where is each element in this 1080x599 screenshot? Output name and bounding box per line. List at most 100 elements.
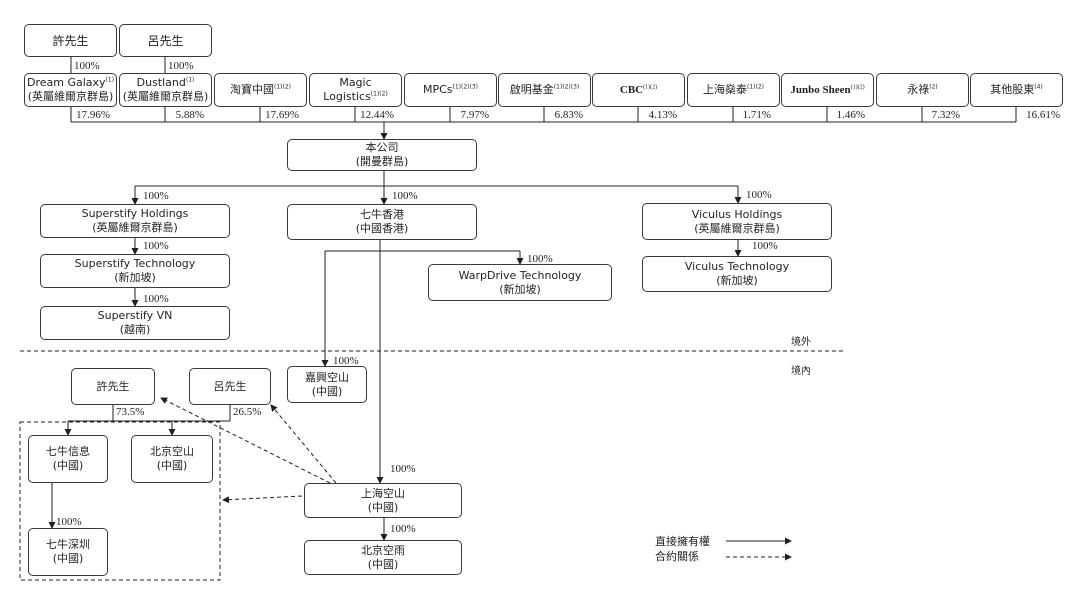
company-name: 本公司 — [365, 141, 399, 154]
pct-xu-onshore: 73.5% — [116, 406, 145, 418]
superstify-technology-jurisdiction: (新加坡) — [114, 271, 156, 284]
entity-qiniu-info: 七牛信息 (中國) — [28, 435, 108, 483]
qiniu-shenzhen-name: 七牛深圳 — [46, 538, 90, 551]
pct-beijing-kongyu: 100% — [390, 523, 416, 535]
person-lv-onshore: 呂先生 — [189, 368, 271, 405]
shareholder-cbc: CBC(1)(2) — [592, 73, 685, 107]
qiniu-hk-jurisdiction: (中國香港) — [355, 222, 409, 235]
viculus-holdings-jurisdiction: (英屬維爾京群島) — [694, 221, 780, 235]
shareholder-qiming-fund: 啟明基金(1)(2)(3) — [498, 73, 591, 107]
qiniu-info-name: 七牛信息 — [46, 445, 90, 458]
shareholder-drops — [70, 107, 1017, 122]
pct-yonglu: 7.32% — [931, 109, 960, 121]
entity-viculus-technology: Viculus Technology (新加坡) — [642, 256, 832, 292]
entity-qiniu-shenzhen: 七牛深圳 (中國) — [28, 528, 108, 576]
beijing-kongyu-name: 北京空雨 — [361, 543, 405, 557]
shareholder-mpcs: MPCs(1)(2)(3) — [404, 73, 497, 107]
entity-qiniu-hk: 七牛香港 (中國香港) — [287, 204, 477, 240]
dream-galaxy-line1: Dream Galaxy(1) — [26, 76, 115, 89]
contract-arrow-xu — [160, 397, 331, 484]
pct-magic: 12.44% — [360, 109, 394, 121]
pct-lv-top: 100% — [168, 60, 194, 72]
pct-jiaxing: 100% — [333, 355, 359, 367]
shareholder-shanghai-shentai: 上海燊泰(1)(2) — [687, 73, 780, 107]
qiniu-info-jurisdiction: (中國) — [52, 459, 84, 472]
company-cayman: 本公司 (開曼群島) — [287, 139, 477, 171]
entity-superstify-holdings: Superstify Holdings (英屬維爾京群島) — [40, 204, 230, 238]
shanghai-kongshan-jurisdiction: (中國) — [367, 500, 399, 514]
pct-viculus-technology: 100% — [752, 240, 778, 252]
qiniu-shenzhen-jurisdiction: (中國) — [52, 552, 84, 565]
shareholder-other: 其他股東(4) — [970, 73, 1063, 107]
pct-cbc: 4.13% — [648, 109, 677, 121]
entity-warpdrive: WarpDrive Technology (新加坡) — [428, 264, 612, 301]
yonglu-line1: 永祿(2) — [907, 83, 938, 96]
viculus-technology-name: Viculus Technology — [684, 260, 790, 273]
pct-shentai: 1.71% — [742, 109, 771, 121]
pct-dustland: 5.88% — [175, 109, 204, 121]
dustland-line2: (英屬維爾京群島) — [122, 90, 209, 103]
entity-jiaxing-kongshan: 嘉興空山 (中國) — [287, 366, 367, 403]
entity-shanghai-kongshan: 上海空山 (中國) — [304, 483, 462, 518]
other-line1: 其他股東(4) — [990, 83, 1043, 96]
pct-shanghai-kongshan: 100% — [390, 463, 416, 475]
pct-superstify-technology: 100% — [143, 240, 169, 252]
entity-superstify-vn: Superstify VN (越南) — [40, 306, 230, 340]
taobao-line1: 淘寶中國(1)(2) — [230, 83, 291, 96]
magic-line1: Magic — [339, 76, 372, 89]
zone-onshore-label: 境內 — [791, 366, 811, 377]
pct-qiniu-shenzhen: 100% — [56, 516, 82, 528]
person-xu-onshore: 許先生 — [71, 368, 155, 405]
magic-line2: Logistics(1)(2) — [323, 90, 388, 103]
shareholder-dustland: Dustland(1) (英屬維爾京群島) — [119, 73, 212, 107]
lv-onshore-name: 呂先生 — [213, 379, 247, 393]
person-lv-top-label: 呂先生 — [147, 33, 184, 48]
beijing-kongshan-jurisdiction: (中國) — [156, 459, 188, 472]
entity-beijing-kongshan: 北京空山 (中國) — [131, 435, 213, 483]
pct-junbo: 1.46% — [836, 109, 865, 121]
shareholder-magic-logistics: Magic Logistics(1)(2) — [309, 73, 402, 107]
person-xu-top-label: 許先生 — [52, 33, 89, 48]
superstify-vn-jurisdiction: (越南) — [119, 323, 151, 336]
company-jurisdiction: (開曼群島) — [355, 155, 409, 168]
jiaxing-jurisdiction: (中國) — [311, 384, 343, 398]
superstify-holdings-jurisdiction: (英屬維爾京群島) — [92, 221, 178, 234]
person-lv-top: 呂先生 — [119, 24, 212, 57]
pct-xu-top: 100% — [74, 60, 100, 72]
contract-arrow-lv — [270, 404, 337, 484]
pct-viculus-holdings: 100% — [746, 189, 772, 201]
pct-taobao: 17.69% — [265, 109, 299, 121]
junbo-line1: Junbo Sheen(1)(2) — [790, 84, 865, 96]
mpcs-line1: MPCs(1)(2)(3) — [422, 83, 479, 96]
superstify-holdings-name: Superstify Holdings — [81, 207, 189, 220]
dream-galaxy-line2: (英屬維爾京群島) — [27, 90, 114, 103]
cbc-line1: CBC(1)(2) — [619, 84, 658, 96]
pct-mpcs: 7.97% — [460, 109, 489, 121]
zone-offshore-label: 境外 — [791, 337, 811, 348]
legend-contractual: 合約關係 — [655, 550, 699, 563]
superstify-technology-name: Superstify Technology — [74, 257, 196, 270]
legend-direct-ownership: 直接擁有權 — [655, 535, 710, 548]
qiming-line1: 啟明基金(1)(2)(3) — [509, 83, 580, 96]
shareholder-taobao-china: 淘寶中國(1)(2) — [214, 73, 307, 107]
warpdrive-jurisdiction: (新加坡) — [499, 282, 541, 296]
jiaxing-name: 嘉興空山 — [305, 370, 349, 384]
shanghai-kongshan-name: 上海空山 — [361, 486, 405, 500]
qiniu-hk-name: 七牛香港 — [360, 208, 404, 221]
entity-superstify-technology: Superstify Technology (新加坡) — [40, 254, 230, 288]
pct-qiniu-hk: 100% — [392, 190, 418, 202]
entity-beijing-kongyu: 北京空雨 (中國) — [304, 540, 462, 575]
contract-arrow-vie — [222, 495, 303, 504]
pct-superstify-holdings: 100% — [143, 190, 169, 202]
pct-dream-galaxy: 17.96% — [76, 109, 110, 121]
xu-onshore-name: 許先生 — [96, 379, 130, 393]
viculus-technology-jurisdiction: (新加坡) — [716, 274, 758, 287]
shareholder-yonglu: 永祿(2) — [876, 73, 969, 107]
pct-qiming: 6.83% — [554, 109, 583, 121]
beijing-kongyu-jurisdiction: (中國) — [367, 557, 399, 571]
pct-lv-onshore: 26.5% — [233, 406, 262, 418]
dustland-line1: Dustland(1) — [136, 76, 195, 89]
shareholder-junbo-sheen: Junbo Sheen(1)(2) — [781, 73, 874, 107]
warpdrive-name: WarpDrive Technology — [458, 268, 582, 282]
